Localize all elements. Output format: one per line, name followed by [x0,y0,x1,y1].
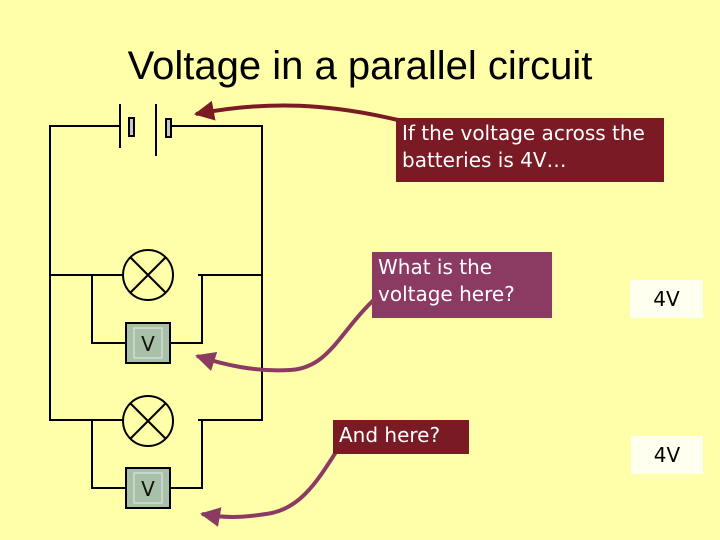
bulb-1 [122,249,174,301]
callout-bulb-1-question: What is the voltage here? [372,252,552,318]
arrow-to-voltmeter-2 [200,450,338,527]
battery-plate-short-2 [165,118,172,138]
bulb-2 [122,395,174,447]
circuit-wires [49,125,263,489]
voltmeter-1: V [125,322,171,364]
answer-bulb-1: 4V [630,280,703,318]
slide-title: Voltage in a parallel circuit [127,44,593,88]
battery-cells [119,104,172,156]
wire-top-right [170,125,263,421]
voltmeter-2: V [125,467,171,509]
callout-bulb-2-question: And here? [333,420,469,454]
voltmeter-2-label: V [141,477,155,501]
battery-plate-short-1 [128,117,135,137]
callout-batteries-voltage: If the voltage across the batteries is 4… [396,118,664,182]
arrow-to-voltmeter-1 [195,294,380,373]
answer-bulb-2: 4V [631,436,703,474]
arrow-to-batteries [194,100,399,122]
voltmeter-1-label: V [141,332,155,356]
voltmeter-2-loop [91,419,203,489]
voltmeter-1-loop [91,274,203,344]
wire-top-left [49,125,123,421]
